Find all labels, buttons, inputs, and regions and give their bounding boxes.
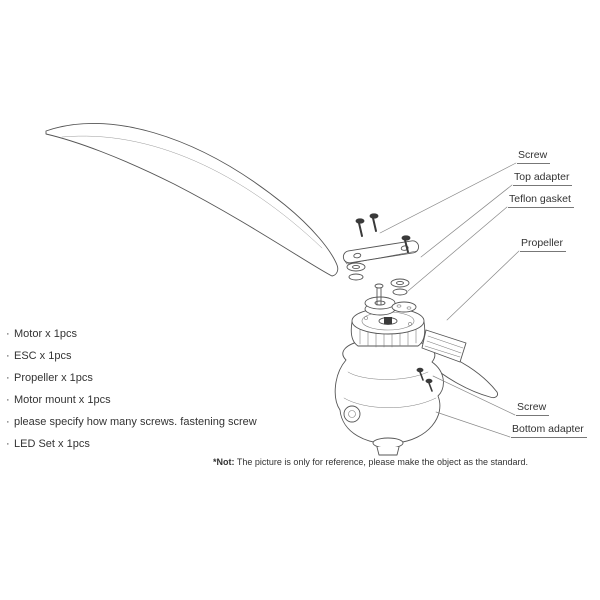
propeller-blade-right xyxy=(427,348,498,399)
callout-label: Screw xyxy=(517,401,547,413)
note-text: The picture is only for reference, pleas… xyxy=(234,457,528,467)
parts-list: · Motor x 1pcs · ESC x 1pcs · Propeller x 1… xyxy=(6,328,257,460)
bullet: · xyxy=(6,416,10,428)
motor-mount-body xyxy=(334,340,444,456)
list-item-motor-mount: · Motor mount x 1pcs xyxy=(6,394,257,407)
callout-screw-bottom: Screw xyxy=(516,401,550,416)
top-screws xyxy=(355,213,411,253)
esc-heatsink xyxy=(421,329,467,363)
leader-lines xyxy=(379,162,520,438)
list-item-motor: · Motor x 1pcs xyxy=(6,328,257,341)
note-prefix: *Not: xyxy=(213,457,235,467)
callout-label: Bottom adapter xyxy=(512,423,584,435)
bullet: · xyxy=(6,328,10,340)
bullet: · xyxy=(6,350,10,362)
bullet: · xyxy=(6,394,10,406)
teflon-gaskets xyxy=(346,262,410,306)
propeller-blade-left xyxy=(45,122,339,277)
bullet: · xyxy=(6,438,10,450)
callout-label: Propeller xyxy=(521,237,564,249)
list-item-label: ESC x 1pcs xyxy=(14,350,72,362)
callout-label: Teflon gasket xyxy=(509,193,571,205)
callout-top-adapter: Top adapter xyxy=(513,171,573,186)
list-item-led-set: · LED Set x 1pcs xyxy=(6,438,257,451)
callout-label: Screw xyxy=(518,149,548,161)
motor-hub-cap xyxy=(384,317,392,324)
callout-bottom-adapter: Bottom adapter xyxy=(511,423,587,438)
callout-label: Top adapter xyxy=(514,171,570,183)
led-lens xyxy=(343,405,361,423)
list-item-label: Motor mount x 1pcs xyxy=(14,394,111,406)
list-item-label: LED Set x 1pcs xyxy=(14,438,90,450)
motor-body xyxy=(350,307,426,348)
callout-propeller: Propeller xyxy=(520,237,567,252)
list-item-screws-note: · please specify how many screws. fasteni… xyxy=(6,416,257,429)
list-item-label: Propeller x 1pcs xyxy=(14,372,93,384)
propeller-hub xyxy=(364,296,417,316)
bullet: · xyxy=(6,372,10,384)
callout-screw-top: Screw xyxy=(517,149,551,164)
list-item-label: Motor x 1pcs xyxy=(14,328,77,340)
bottom-screws xyxy=(416,367,433,392)
list-item-esc: · ESC x 1pcs xyxy=(6,350,257,363)
reference-note: *Not: The picture is only for reference,… xyxy=(213,457,528,467)
callout-teflon-gasket: Teflon gasket xyxy=(508,193,574,208)
top-adapter xyxy=(342,240,420,265)
list-item-label: please specify how many screws. fastenin… xyxy=(14,416,257,428)
list-item-propeller: · Propeller x 1pcs xyxy=(6,372,257,385)
